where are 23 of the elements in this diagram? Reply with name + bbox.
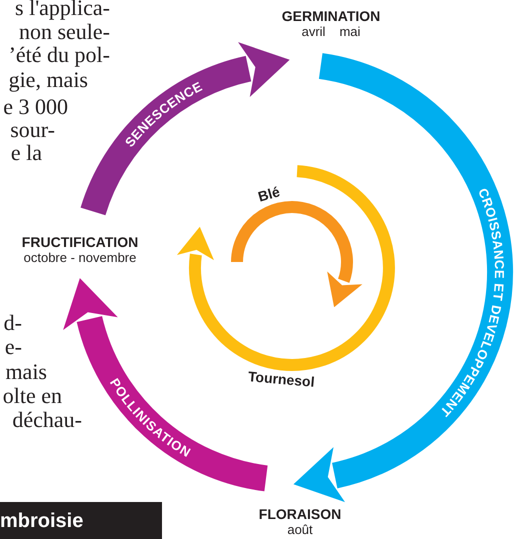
article-text-line: mais	[5, 360, 47, 384]
article-text-line: olte en	[2, 384, 62, 408]
month-label: avril	[302, 24, 326, 40]
article-text-line: déchau-	[12, 408, 82, 432]
crop-label: Blé	[256, 183, 282, 205]
heading-text: mbroisie	[0, 508, 84, 534]
stage-name: FLORAISON	[258, 506, 342, 522]
article-text-line: e la	[10, 141, 42, 165]
cycle-arrow	[80, 42, 290, 216]
stage-name: GERMINATION	[282, 8, 380, 24]
month-label: octobre - novembre	[24, 250, 136, 266]
month-label: août	[287, 522, 313, 538]
article-text-line: e-	[4, 335, 22, 359]
stage-name: FRUCTIFICATION	[22, 234, 138, 250]
article-text-line: sour-	[10, 118, 55, 142]
article-text-line: e 3 000	[3, 95, 68, 119]
article-text-line: gie, mais	[8, 68, 88, 92]
crop-label: Tournesol	[247, 368, 316, 390]
month-label: mai	[339, 24, 360, 40]
article-text-line: s l'applica-	[15, 0, 110, 20]
article-text-line: d-	[4, 311, 22, 335]
article-text-line: ’été du pol-	[8, 43, 110, 67]
article-text-line: non seule-	[18, 20, 110, 44]
